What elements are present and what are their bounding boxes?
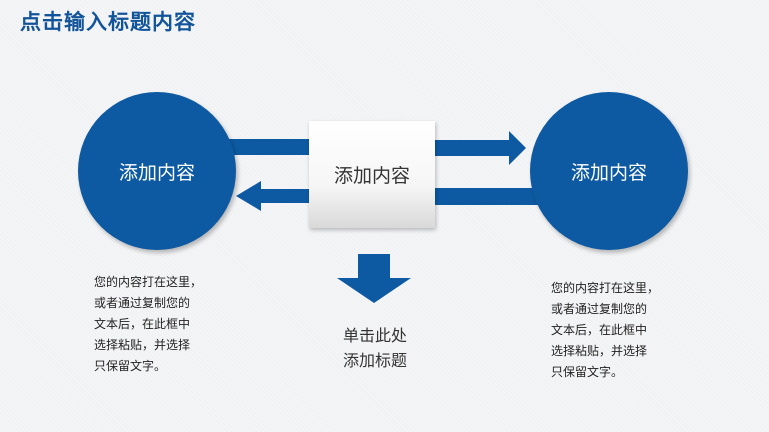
text-line: 文本后，在此框中 [94,317,191,331]
left-node-label: 添加内容 [118,161,195,184]
caption-line: 添加标题 [342,351,407,370]
center-node-label: 添加内容 [333,165,410,187]
text-line: 您的内容打在这里， [551,281,660,295]
right-node-label: 添加内容 [570,161,647,184]
right-body-text[interactable]: 您的内容打在这里， 或者通过复制您的 文本后，在此框中 选择粘贴，并选择 只保留… [551,278,659,383]
arrow-center-to-right [435,131,526,165]
slide-title[interactable]: 点击输入标题内容 [20,10,196,34]
text-line: 您的内容打在这里， [94,275,203,289]
text-line: 选择粘贴，并选择 [551,344,648,358]
left-body-text[interactable]: 您的内容打在这里， 或者通过复制您的 文本后，在此框中 选择粘贴，并选择 只保留… [94,272,202,377]
text-line: 或者通过复制您的 [551,302,648,316]
left-node-circle[interactable]: 添加内容 [78,92,236,250]
caption-line: 单击此处 [342,326,407,345]
text-line: 或者通过复制您的 [94,296,191,310]
arrow-center-to-left [236,181,309,211]
bar-left-to-center [222,139,310,155]
text-line: 文本后，在此框中 [551,323,648,337]
arrow-down [337,254,411,303]
text-line: 只保留文字。 [551,365,624,379]
center-node-box[interactable]: 添加内容 [309,121,435,228]
text-line: 只保留文字。 [94,359,167,373]
right-node-circle[interactable]: 添加内容 [530,92,688,250]
text-line: 选择粘贴，并选择 [94,338,191,352]
center-caption[interactable]: 单击此处 添加标题 [320,323,430,373]
bar-right-to-center [435,188,540,205]
